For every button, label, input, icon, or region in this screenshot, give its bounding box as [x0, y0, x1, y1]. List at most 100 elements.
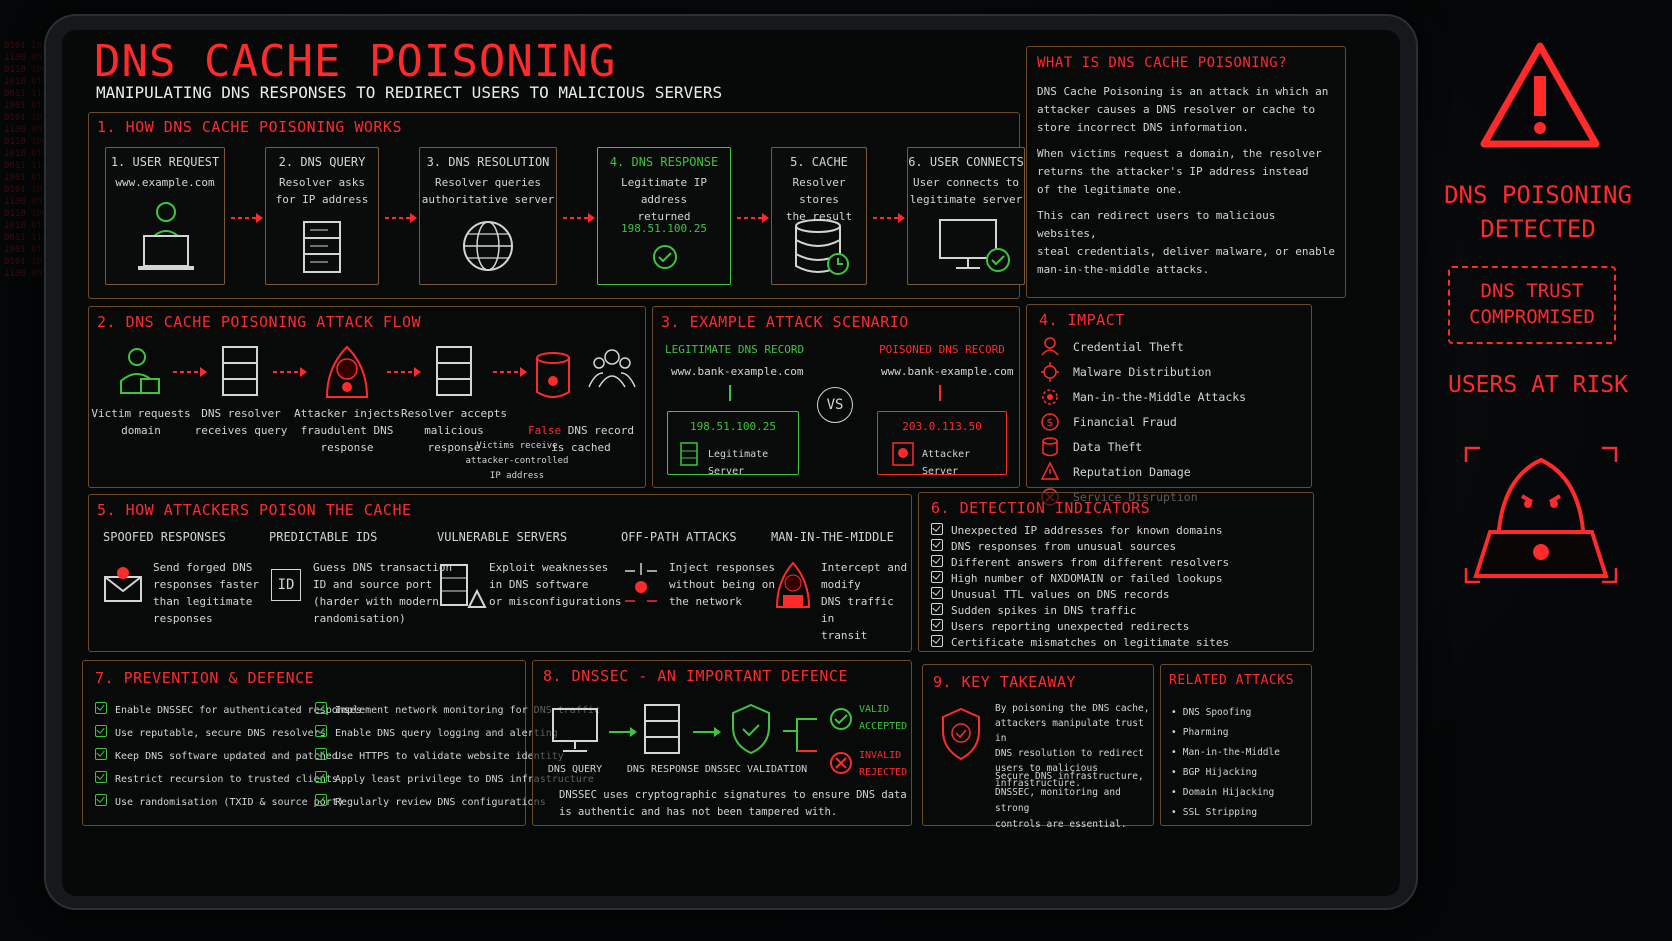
step-dns-resolution: 3. DNS RESOLUTION Resolver queries autho…: [419, 147, 557, 285]
list-item: Use randomisation (TXID & source port): [95, 791, 362, 814]
list-item: Unexpected IP addresses for known domain…: [931, 523, 1229, 539]
branch-arrows: [783, 718, 817, 752]
related-panel: RELATED ATTACKS •DNS Spoofing•Pharming•M…: [1160, 664, 1312, 826]
list-item: •SSL Stripping: [1171, 807, 1258, 818]
checkbox-icon: [315, 748, 327, 760]
hacker-laptop-icon: [1464, 446, 1618, 584]
database-icon: [1042, 437, 1058, 457]
checkbox-icon: [931, 603, 943, 615]
checkbox-icon: [931, 635, 943, 647]
flow-arrow: [609, 727, 637, 737]
monitor-icon: [552, 708, 598, 752]
step-user-connects: 6. USER CONNECTS User connects to legiti…: [907, 147, 1025, 285]
dns-resolver-icon: [222, 346, 258, 396]
bullet-icon: •: [1171, 787, 1177, 798]
list-item: Apply least privilege to DNS infrastruct…: [315, 768, 600, 791]
screen: DNS CACHE POISONING MANIPULATING DNS RES…: [62, 30, 1400, 896]
users-group-icon: [588, 349, 636, 388]
list-item: •BGP Hijacking: [1171, 767, 1258, 778]
vs-badge: VS: [817, 387, 853, 423]
list-item: Use reputable, secure DNS resolvers: [95, 722, 362, 745]
flow-arrow: [387, 367, 421, 377]
shield-check-icon: [732, 703, 770, 755]
bullet-icon: •: [1171, 767, 1177, 778]
checkbox-icon: [931, 587, 943, 599]
alert-users-at-risk: USERS AT RISK: [1447, 372, 1628, 398]
flow-arrow: [273, 367, 307, 377]
list-item: Regularly review DNS configurations: [315, 791, 600, 814]
list-item: •Pharming: [1171, 727, 1229, 738]
checkbox-icon: [931, 539, 943, 551]
legit-ip: 198.51.100.25: [620, 222, 708, 235]
how-it-works-panel: 1. HOW DNS CACHE POISONING WORKS 1. USER…: [88, 112, 1025, 299]
bullet-icon: •: [1171, 727, 1177, 738]
id-icon: ID: [271, 569, 301, 601]
list-item: Implement network monitoring for DNS tra…: [315, 699, 600, 722]
user-laptop-icon: [138, 202, 194, 270]
list-item: Users reporting unexpected redirects: [931, 619, 1229, 635]
server-icon: [680, 442, 698, 466]
list-item: Enable DNSSEC for authenticated response…: [95, 699, 362, 722]
prevention-list-right: Implement network monitoring for DNS tra…: [315, 699, 600, 814]
flow-arrow: [173, 367, 207, 377]
database-clock-icon: [795, 219, 849, 275]
impact-item: Reputation Damage: [1040, 461, 1191, 482]
svg-text:$: $: [1047, 416, 1054, 429]
detection-panel: 6. DETECTION INDICATORS Unexpected IP ad…: [918, 492, 1314, 652]
scenario-panel: 3. EXAMPLE ATTACK SCENARIO LEGITIMATE DN…: [652, 306, 1020, 488]
step-user-request: 1. USER REQUEST www.example.com: [105, 147, 225, 285]
detection-list: Unexpected IP addresses for known domain…: [931, 523, 1229, 651]
dnssec-panel: 8. DNSSEC - AN IMPORTANT DEFENCE VALID A…: [532, 660, 912, 826]
skull-icon: [892, 442, 914, 466]
bullet-icon: •: [1171, 707, 1177, 718]
flow-arrow: [231, 213, 263, 223]
bug-icon: [1041, 362, 1059, 382]
step-dns-response: 4. DNS RESPONSE Legitimate IP address re…: [597, 147, 731, 285]
dollar-icon: $: [1041, 413, 1059, 431]
page-subtitle: MANIPULATING DNS RESPONSES TO REDIRECT U…: [96, 83, 723, 102]
checkbox-icon: [95, 748, 107, 760]
checkbox-icon: [931, 523, 943, 535]
globe-network-icon: [463, 221, 513, 271]
section-title: 1. HOW DNS CACHE POISONING WORKS: [97, 118, 402, 136]
server-warning-icon: [440, 564, 487, 608]
poison-down-arrow: [939, 385, 941, 401]
list-item: Enable DNS query logging and alerting: [315, 722, 600, 745]
list-item: Restrict recursion to trusted clients: [95, 768, 362, 791]
impact-item: Data Theft: [1041, 437, 1142, 457]
checkbox-icon: [315, 702, 327, 714]
checkbox-icon: [931, 555, 943, 567]
checkbox-icon: [95, 702, 107, 714]
flow-arrow: [563, 213, 595, 223]
shield-check-icon: [942, 707, 980, 761]
spoofed-mail-icon: [104, 567, 142, 602]
list-item: High number of NXDOMAIN or failed lookup…: [931, 571, 1229, 587]
monitor-check-icon: [939, 219, 1010, 272]
impact-item: Credential Theft: [1041, 337, 1184, 357]
related-list: •DNS Spoofing •Pharming •Man-in-the-Middle…: [1171, 703, 1280, 823]
background-code: 0101 1010 1100 0011 0110 1001 1010 0101 …: [4, 41, 53, 279]
list-item: DNS responses from unusual sources: [931, 539, 1229, 555]
server-icon: [644, 704, 680, 754]
list-item: •Man-in-the-Middle: [1171, 747, 1280, 758]
warning-triangle-icon: [1480, 42, 1600, 148]
list-item: •Domain Hijacking: [1171, 787, 1275, 798]
list-item: •DNS Spoofing: [1171, 707, 1252, 718]
checkbox-icon: [931, 619, 943, 631]
prevention-panel: 7. PREVENTION & DEFENCE Enable DNSSEC fo…: [82, 660, 600, 826]
checkbox-icon: [315, 725, 327, 737]
attack-note: Victims receive attacker-controlled IP a…: [465, 441, 569, 481]
checkbox-icon: [315, 771, 327, 783]
off-path-icon: [625, 563, 657, 602]
mitm-icon: [1042, 389, 1058, 405]
attacker-server-box: 203.0.113.50 Attacker Server: [877, 411, 1007, 477]
prevention-list-left: Enable DNSSEC for authenticated response…: [95, 699, 362, 814]
checkbox-icon: [95, 725, 107, 737]
step-cache: 5. CACHE Resolver stores the result: [771, 147, 867, 285]
flow-arrow: [493, 367, 527, 377]
hooded-attacker-icon: [775, 561, 811, 608]
legit-down-arrow: [729, 385, 731, 401]
valid-check-icon: [830, 708, 852, 730]
user-icon: [1041, 337, 1059, 356]
